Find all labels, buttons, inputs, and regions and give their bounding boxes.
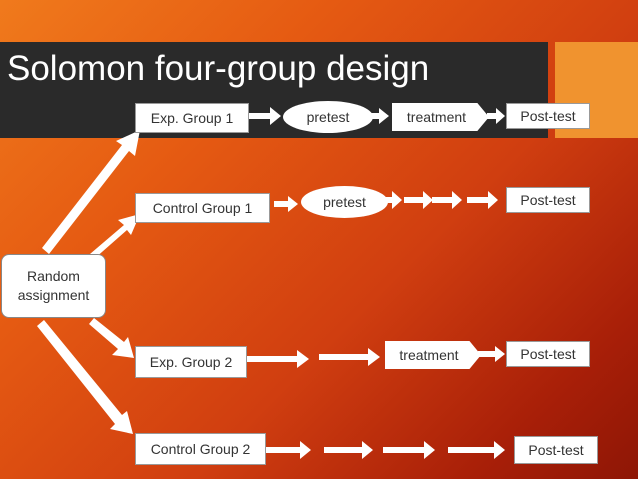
row3-arrow-3 xyxy=(478,346,505,362)
arrow-to-exp-group-2 xyxy=(89,318,134,358)
posttest-box-2: Post-test xyxy=(506,187,590,213)
row2-arrow-3 xyxy=(404,191,433,209)
exp-group-1-box: Exp. Group 1 xyxy=(135,103,249,133)
row3-arrow-1 xyxy=(246,350,309,368)
random-assignment-box: Random assignment xyxy=(1,254,106,318)
pretest-label-1: pretest xyxy=(306,109,350,125)
arrow-to-control-group-2 xyxy=(37,320,133,434)
posttest-label-1: Post-test xyxy=(520,108,576,124)
posttest-label-3: Post-test xyxy=(520,346,576,362)
exp-group-2-label: Exp. Group 2 xyxy=(149,354,233,370)
control-group-2-label: Control Group 2 xyxy=(150,441,251,457)
control-group-1-label: Control Group 1 xyxy=(152,200,253,216)
row3-arrow-2 xyxy=(319,348,380,366)
exp-group-1-label: Exp. Group 1 xyxy=(150,110,234,126)
slide-title: Solomon four-group design xyxy=(7,49,430,88)
pretest-ellipse-2: pretest xyxy=(301,186,388,218)
pretest-label-2: pretest xyxy=(323,194,366,210)
row1-arrow-2 xyxy=(368,108,389,124)
control-group-2-box: Control Group 2 xyxy=(135,433,266,465)
row4-arrow-3 xyxy=(383,441,435,459)
row2-arrow-1 xyxy=(274,196,298,212)
treatment-pentagon-2: treatment xyxy=(385,341,481,369)
treatment-label-2: treatment xyxy=(399,347,459,363)
row4-arrow-1 xyxy=(266,441,311,459)
treatment-label-1: treatment xyxy=(406,109,467,125)
row1-arrow-1 xyxy=(249,107,281,125)
posttest-box-3: Post-test xyxy=(506,341,590,367)
row1-arrow-3 xyxy=(487,108,505,124)
row4-arrow-2 xyxy=(324,441,373,459)
posttest-box-1: Post-test xyxy=(506,103,590,129)
row2-arrow-5 xyxy=(467,191,498,209)
random-assignment-line-1: Random xyxy=(27,268,80,284)
posttest-box-4: Post-test xyxy=(514,436,598,464)
row2-arrow-4 xyxy=(432,191,462,209)
posttest-label-4: Post-test xyxy=(528,442,584,458)
control-group-1-box: Control Group 1 xyxy=(135,193,270,223)
pretest-ellipse-1: pretest xyxy=(283,101,373,133)
row4-arrow-4 xyxy=(448,441,505,459)
treatment-pentagon-1: treatment xyxy=(392,103,489,131)
arrow-to-control-group-1 xyxy=(90,214,140,259)
arrow-to-exp-group-1 xyxy=(42,130,140,254)
posttest-label-2: Post-test xyxy=(520,192,576,208)
exp-group-2-box: Exp. Group 2 xyxy=(135,346,247,378)
random-assignment-line-2: assignment xyxy=(17,287,90,303)
